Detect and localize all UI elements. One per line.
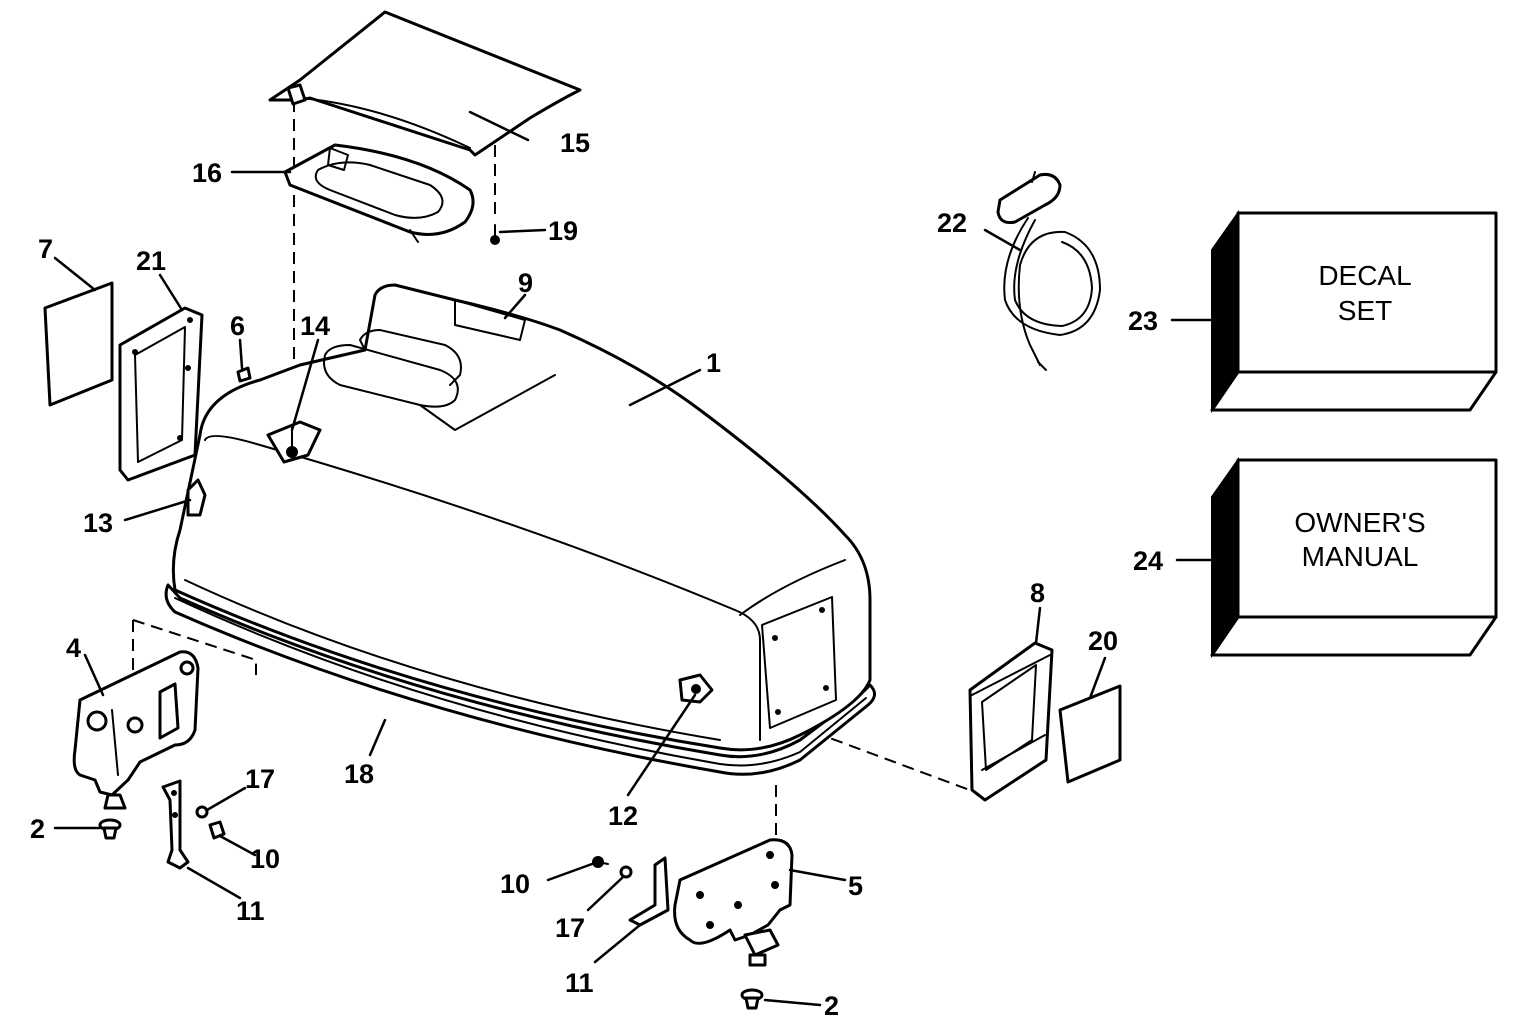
frame-8 [968, 641, 1054, 802]
decal-sheet-20 [1058, 684, 1122, 784]
top-lid [268, 10, 582, 157]
washer-17-right [619, 865, 633, 879]
bracket-4 [72, 650, 200, 810]
washer-17-left [195, 805, 209, 819]
callout-11-right: 11 [565, 968, 594, 998]
callout-8: 8 [1030, 578, 1045, 608]
decal-set-line1: DECAL [1318, 260, 1411, 291]
decal-sheet-7 [43, 281, 114, 407]
callout-5: 5 [848, 871, 863, 901]
callout-15: 15 [560, 128, 590, 158]
clip-11-left [161, 779, 190, 870]
callout-18: 18 [344, 759, 374, 789]
callout-20: 20 [1088, 626, 1118, 656]
callout-4: 4 [66, 633, 81, 663]
callout-2-right: 2 [824, 991, 839, 1021]
callout-21: 21 [136, 246, 166, 276]
callout-11-left: 11 [236, 896, 265, 926]
leader-lines [53, 110, 1212, 1007]
callout-14: 14 [300, 311, 330, 341]
callout-2-left: 2 [30, 814, 45, 844]
screw-10-right [592, 856, 609, 868]
callout-1: 1 [706, 348, 721, 378]
grommet-2-left [98, 818, 122, 840]
clip-11-right [628, 856, 670, 927]
frame-21 [118, 306, 204, 482]
callout-10-right: 10 [500, 869, 530, 899]
callout-24: 24 [1133, 546, 1163, 576]
callout-labels: 1 2 2 4 5 6 7 8 9 10 10 11 11 12 13 14 1… [30, 128, 1163, 1021]
engine-cover [171, 283, 872, 752]
callout-17-left: 17 [245, 764, 275, 794]
decal-set-line2: SET [1338, 295, 1392, 326]
owners-manual-line1: OWNER'S [1294, 507, 1425, 538]
callout-16: 16 [192, 158, 222, 188]
lanyard-22 [996, 171, 1101, 371]
callout-13: 13 [83, 508, 113, 538]
screw-19 [490, 224, 500, 245]
screw-6 [236, 366, 252, 383]
screw-10-left [208, 820, 226, 840]
decal-set-box: DECAL SET [1210, 209, 1498, 414]
callout-6: 6 [230, 311, 245, 341]
callout-7: 7 [38, 234, 53, 264]
grommet-2-right [740, 988, 764, 1010]
owners-manual-line2: MANUAL [1302, 541, 1419, 572]
callout-22: 22 [937, 208, 967, 238]
owners-manual-box: OWNER'S MANUAL [1210, 456, 1498, 659]
bracket-5 [673, 838, 794, 967]
callout-19: 19 [548, 216, 578, 246]
seal-strip [164, 583, 876, 776]
callout-23: 23 [1128, 306, 1158, 336]
callout-17-right: 17 [555, 913, 585, 943]
callout-12: 12 [608, 801, 638, 831]
callout-9: 9 [518, 268, 533, 298]
gasket [283, 143, 475, 243]
callout-10-left: 10 [250, 844, 280, 874]
